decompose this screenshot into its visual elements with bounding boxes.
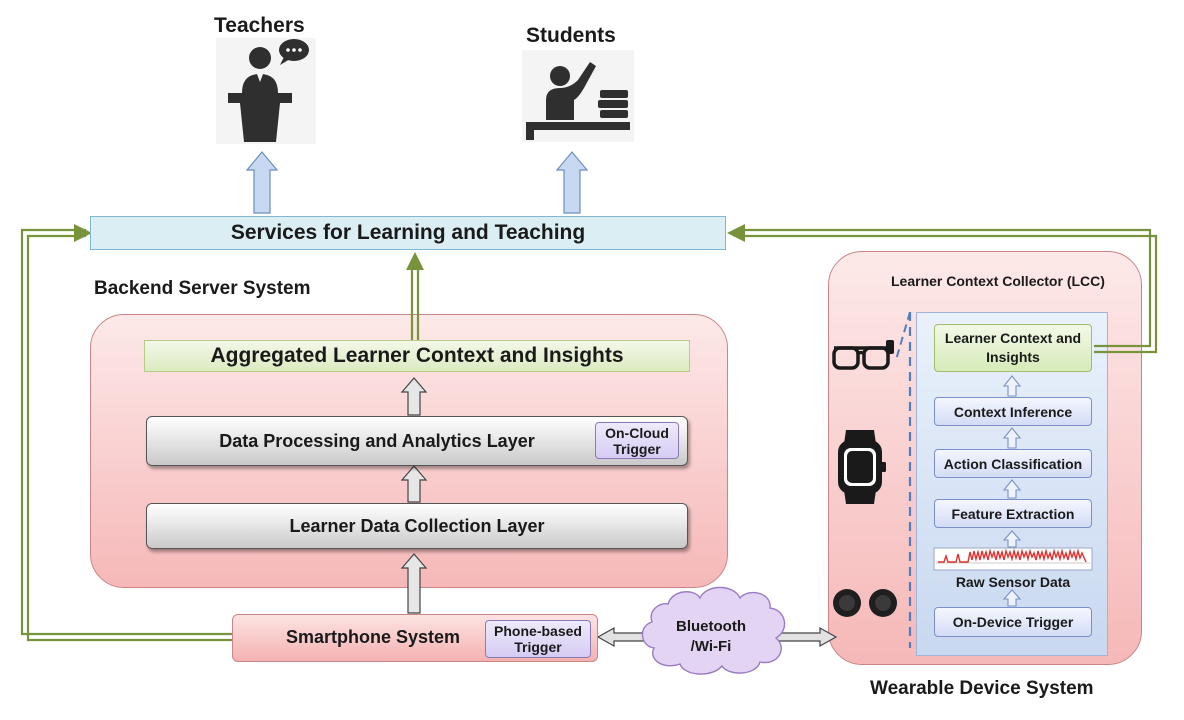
smartphone-system-label: Smartphone System [286,627,461,647]
lcc-insights-box: Learner Context and Insights [934,324,1092,372]
teachers-label: Teachers [214,14,305,37]
services-box: Services for Learning and Teaching [90,216,726,250]
raw-sensor-data-label: Raw Sensor Data [955,574,1071,590]
context-inference-box: Context Inference [934,397,1092,426]
smartwatch-icon [832,426,888,508]
services-to-teachers-arrow [245,151,279,214]
action-classification-box: Action Classification [934,449,1092,478]
gray-up-arrow [400,465,428,503]
learner-data-collection-layer: Learner Data Collection Layer [146,503,688,549]
smart-glasses-icon [830,334,896,376]
on-device-trigger-box: On-Device Trigger [934,607,1092,637]
earbuds-icon [830,586,902,622]
lcc-step-arrow [1002,479,1022,499]
phone-based-trigger-tag: Phone-based Trigger [485,620,591,658]
aggregated-to-services-arrow [406,252,424,340]
feature-extraction-box: Feature Extraction [934,499,1092,528]
cloud-icon [641,586,786,675]
backend-server-title: Backend Server System [94,278,311,299]
smartphone-to-services-connector [20,224,232,642]
bluetooth-wifi-label: Bluetooth /Wi-Fi [676,618,746,655]
aggregated-insights-box: Aggregated Learner Context and Insights [144,340,690,372]
on-cloud-trigger-tag: On-Cloud Trigger [595,422,679,459]
gray-up-arrow [400,377,428,416]
wearable-device-title: Wearable Device System [870,678,1094,699]
lcc-title: Learner Context Collector (LCC) [891,273,1105,289]
student-desk-icon [522,50,634,142]
lcc-dashed-divider [895,311,911,361]
lcc-step-arrow [1002,375,1022,397]
data-processing-layer-label: Data Processing and Analytics Layer [219,430,535,451]
services-to-students-arrow [555,151,589,214]
gray-up-arrow [400,553,428,614]
students-label: Students [526,24,616,47]
raw-sensor-signal [933,547,1093,571]
lcc-step-arrow [1002,589,1022,607]
lcc-step-arrow [1002,530,1022,548]
lcc-step-arrow [1002,427,1022,449]
lcc-to-services-connector [727,224,1158,354]
teacher-podium-icon [216,38,316,144]
